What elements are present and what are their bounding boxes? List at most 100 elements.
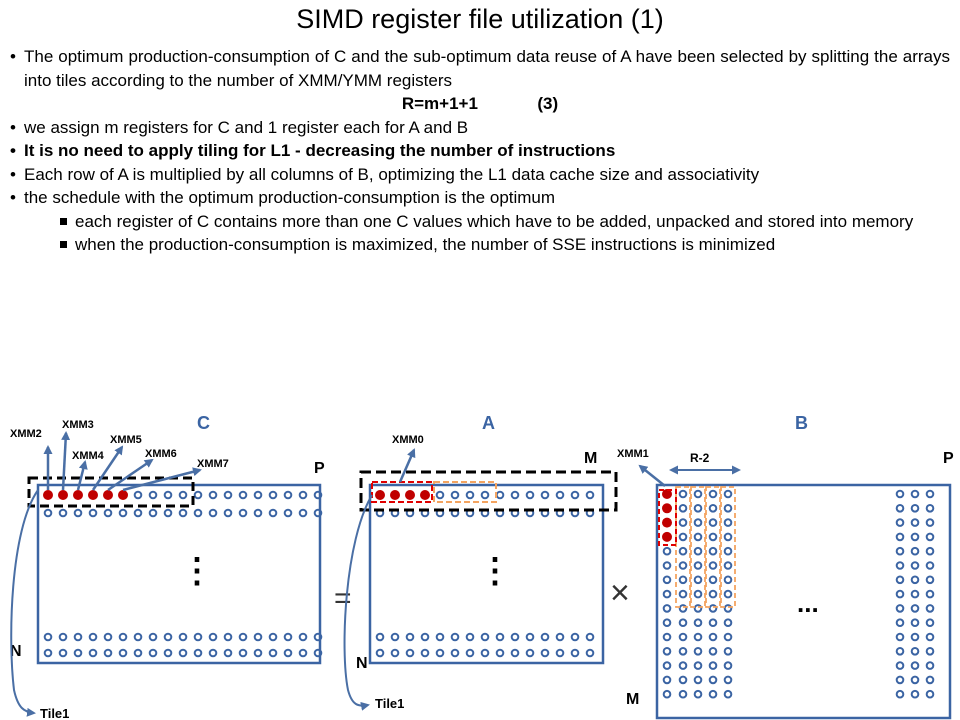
xmm2-label: XMM2 (10, 428, 42, 440)
matrix-a-tile-label: Tile1 (375, 696, 404, 711)
matrix-element (708, 604, 718, 613)
matrix-element (450, 632, 460, 642)
matrix-element (268, 648, 278, 658)
matrix-element (693, 504, 703, 513)
matrix-element (708, 575, 718, 585)
matrix-element (723, 518, 733, 527)
times-symbol: × (610, 574, 630, 612)
matrix-element (58, 648, 68, 658)
matrix-element (895, 575, 905, 585)
matrix-element (313, 648, 323, 658)
matrix-element (435, 648, 445, 658)
matrix-element (133, 508, 143, 518)
matrix-element (298, 490, 308, 500)
matrix-element (895, 675, 905, 685)
r-minus-2-label: R-2 (690, 451, 710, 465)
matrix-b-column-tile (720, 486, 736, 608)
matrix-element (238, 490, 248, 500)
matrix-element (163, 632, 173, 642)
sub-bullet-register-values: each register of C contains more than on… (58, 210, 950, 234)
matrix-b-red-group (658, 489, 677, 546)
matrix-element (895, 504, 905, 513)
matrix-element (163, 490, 173, 500)
matrix-b-border (655, 483, 952, 720)
matrix-element (208, 648, 218, 658)
matrix-a-red-group (371, 481, 433, 503)
matrix-element (910, 489, 920, 499)
matrix-element (693, 546, 703, 556)
matrix-element (910, 632, 920, 642)
matrix-element (925, 575, 935, 585)
matrix-element (253, 648, 263, 658)
matrix-element (895, 546, 905, 556)
matrix-element (895, 689, 905, 699)
matrix-element (223, 508, 233, 518)
matrix-element (208, 490, 218, 500)
xmm4-label: XMM4 (72, 450, 105, 462)
matrix-element (58, 508, 68, 518)
matrix-element (525, 490, 535, 500)
matrix-element (708, 647, 718, 656)
matrix-element (708, 632, 718, 642)
matrix-element (723, 632, 733, 642)
register-element (375, 490, 385, 500)
matrix-element (375, 632, 385, 642)
matrix-b-column-tile (675, 486, 691, 608)
matrix-element (723, 504, 733, 513)
matrix-element (525, 648, 535, 658)
matrix-element (662, 546, 672, 556)
matrix-b-name: B (795, 413, 808, 433)
matrix-element (118, 648, 128, 658)
xmm5-arrow (91, 445, 124, 491)
matrix-element (495, 490, 505, 500)
register-element (103, 490, 113, 500)
matrix-element (662, 575, 672, 585)
matrix-a-tile-box (359, 470, 618, 512)
matrix-element (450, 648, 460, 658)
matrix-element (585, 648, 595, 658)
matrix-element (895, 518, 905, 527)
matrix-element (465, 648, 475, 658)
matrix-element (723, 604, 733, 613)
matrix-c-tile-box (27, 476, 195, 508)
matrix-element (510, 632, 520, 642)
matrix-element (925, 647, 935, 656)
matrix-element (148, 632, 158, 642)
matrix-element (708, 518, 718, 527)
matrix-element (178, 632, 188, 642)
matrix-element (693, 661, 703, 670)
matrix-element (298, 648, 308, 658)
matrix-element (693, 632, 703, 642)
bullet-list: The optimum production-consumption of C … (10, 45, 950, 257)
bullet-no-tiling: It is no need to apply tiling for L1 - d… (10, 139, 950, 163)
matrix-element (662, 689, 672, 699)
xmm6-label: XMM6 (145, 448, 177, 460)
matrix-c-ellipsis: ⋮ (180, 552, 214, 590)
xmm1-label: XMM1 (617, 448, 649, 460)
matrix-element (313, 490, 323, 500)
matrix-element (73, 632, 83, 642)
matrix-element (283, 648, 293, 658)
matrix-element (708, 618, 718, 628)
matrix-element (910, 689, 920, 699)
matrix-element (43, 648, 53, 658)
register-element (420, 490, 430, 500)
matrix-element (693, 675, 703, 685)
matrix-element (678, 589, 688, 599)
matrix-element (58, 632, 68, 642)
matrix-element (585, 632, 595, 642)
matrix-a-ellipsis: ⋮ (478, 552, 512, 590)
matrix-element (693, 589, 703, 599)
matrix-element (43, 508, 53, 518)
matrix-element (910, 575, 920, 585)
register-element (390, 490, 400, 500)
register-element (662, 503, 672, 514)
matrix-element (925, 632, 935, 642)
matrix-element (708, 661, 718, 670)
matrix-element (313, 508, 323, 518)
bullet-registers: we assign m registers for C and 1 regist… (10, 116, 950, 140)
matrix-a-orange-group (433, 481, 497, 503)
matrix-element (708, 561, 718, 570)
matrix-element (708, 675, 718, 685)
